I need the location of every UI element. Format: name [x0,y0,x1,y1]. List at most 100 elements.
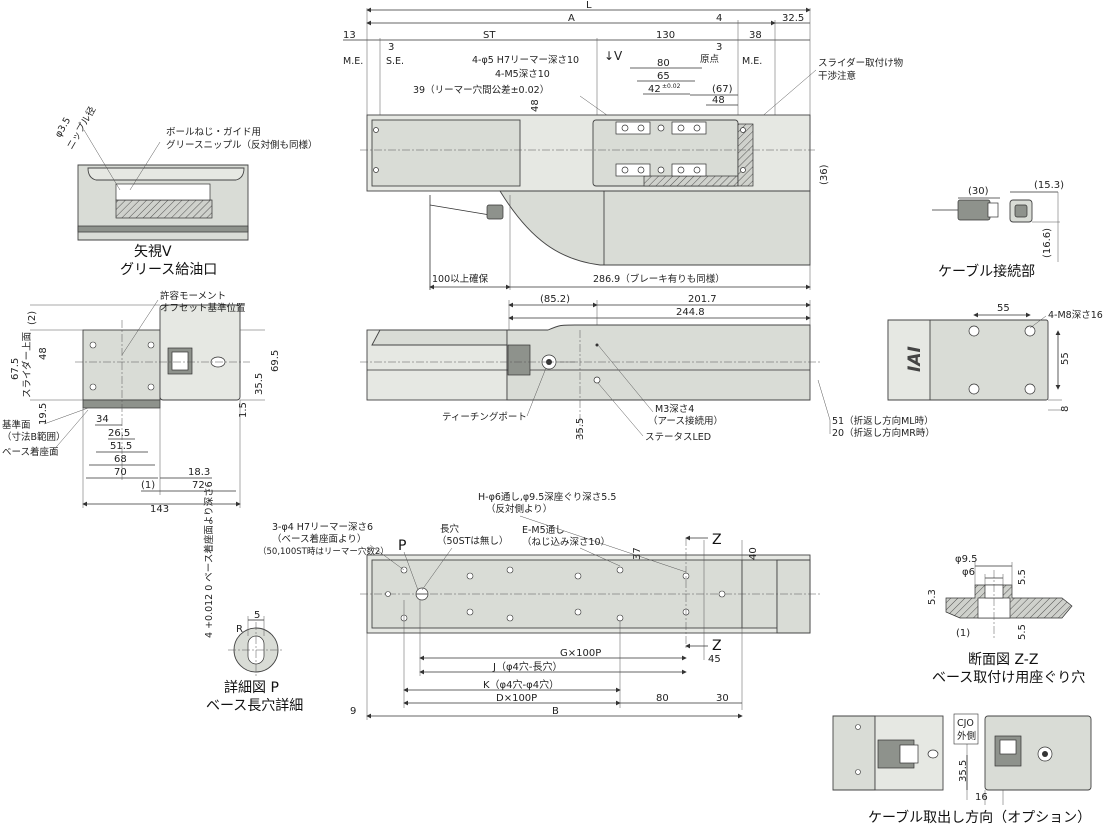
caption-cable-option: ケーブル取出し方向（オプション） [868,809,1091,826]
dim-4: 4 [716,13,722,24]
dim-1-section: (1) [956,628,970,639]
dim-130: 130 [656,30,675,41]
dim-k: K（φ4穴-φ4穴） [483,678,559,691]
dim-48-top: 48 [712,95,725,106]
iai-logo: IAI [905,346,925,372]
dim-244-8: 244.8 [676,307,705,318]
label-z-top: Z [712,532,722,548]
note-screw-depth: （ねじ込み深さ10） [522,536,610,548]
note-detail-depth: 4 +0.012 0 ベース着座面より深さ6 [203,481,215,638]
end-motor [159,304,241,401]
note-4-m8: 4-M8深さ16 [1048,310,1103,321]
stroke-cover [371,119,521,187]
dim-g100p: G×100P [560,648,601,659]
dim-j: J（φ4穴-長穴） [492,660,563,673]
label-me-left: M.E. [343,56,363,67]
dim-100-clearance: 100以上確保 [432,273,489,285]
dim-42-tol: ±0.02 [662,83,681,90]
note-h-holes: H-φ6通し,φ9.5深座ぐり深さ5.5 [478,491,616,503]
dim-5-detail: 5 [254,610,260,621]
dim-3a: 3 [388,42,394,53]
dim-80: 80 [657,58,670,69]
dim-85-2: (85.2) [540,294,570,305]
caption-view-v: 矢視V [134,244,172,260]
dim-1-end: (1) [141,480,155,491]
dim-55-v: 55 [1060,352,1071,365]
section-zz-view: φ9.5 φ6 5.5 5.3 (1) 5.5 断面図 Z-Z ベース取付け用座… [927,554,1085,686]
dim-5-3: 5.3 [927,589,938,605]
dim-L: L [586,0,592,11]
dim-9: 9 [350,706,356,717]
note-earth: （アース接続用） [648,415,723,427]
cable-view: (30) (15.3) (16.6) ケーブル接続部 [932,180,1064,280]
dim-45: 45 [708,654,721,665]
side-motor [506,324,811,401]
top-view: L A 4 32.5 13 ST 130 3 3 38 M.E. S.E. 原点… [343,0,904,290]
dim-5-5-bottom: 5.5 [1017,624,1028,640]
note-reamer: 4-φ5 H7リーマー深さ10 [472,55,579,66]
dim-40: 40 [748,547,759,560]
caption-counterbore: ベース取付け用座ぐり穴 [932,670,1085,686]
detail-p-view: 5 R 4 +0.012 0 ベース着座面より深さ6 詳細図 P ベース長穴詳細 [203,481,303,714]
note-50-100st: （50,100ST時はリーマー穴数2） [258,546,389,557]
caption-cable-connection: ケーブル接続部 [938,263,1035,280]
motor-body [499,190,811,266]
note-ref-surface: 基準面 [2,419,31,431]
dim-ST: ST [483,30,496,41]
dim-48-left: 48 [530,99,541,112]
dim-35-5-end: 35.5 [254,373,265,395]
dim-34: 34 [96,414,109,425]
dim-65: 65 [657,71,670,82]
label-p: P [398,538,406,554]
note-mr: 20（折返し方向MR時） [832,427,935,439]
caption-detail-p: 詳細図 P [224,680,279,696]
dim-1-5: 1.5 [238,402,249,418]
note-3-reamer: 3-φ4 H7リーマー深さ6 [272,522,373,533]
note-teaching-port: ティーチングポート [442,411,527,423]
bottom-view: 37 40 45 G×100P J（φ4穴-長穴） K（φ4穴-φ4穴） D×1… [258,491,820,720]
dim-15-3: (15.3) [1034,180,1064,191]
dim-8: 8 [1060,406,1071,412]
cable-option-view: 35.5 16 CJO 外側 ケーブル取出し方向（オプション） [832,713,1092,826]
dim-19-5: 19.5 [38,403,49,425]
dim-286-9: 286.9（ブレーキ有りも同様） [593,273,725,285]
label-outside: 外側 [957,730,976,742]
note-e-m5: E-M5通し [522,525,565,536]
label-z-bottom: Z [712,638,722,654]
dim-A: A [568,13,575,24]
dim-70: 70 [114,467,127,478]
note-grease-nipple: グリースニップル（反対側も同様） [166,139,318,151]
grease-view: φ3.5 ニップル径 ボールねじ・ガイド用 グリースニップル（反対側も同様） 矢… [53,104,317,278]
note-no-50st: （50STは無し） [437,535,508,547]
note-offset: オフセット基準位置 [160,302,246,314]
dim-55-h: 55 [997,303,1010,314]
dim-80-bottom: 80 [656,693,669,704]
dim-48-end: 48 [38,347,49,360]
dim-32-5: 32.5 [782,13,804,24]
dim-phi-9-5: φ9.5 [955,554,978,565]
dim-35-5-side: 35.5 [575,418,586,440]
dim-37: 37 [632,547,643,560]
dim-36: (36) [819,164,830,185]
label-origin: 原点 [700,54,720,65]
note-ball-screw: ボールねじ・ガイド用 [166,127,261,138]
dim-51-5: 51.5 [110,441,132,452]
dim-B: B [552,706,559,717]
dim-phi-6: φ6 [962,567,975,578]
dim-5-5-top: 5.5 [1017,569,1028,585]
dim-143: 143 [150,504,169,515]
dim-16-option: 16 [975,792,988,803]
dim-42: 42 [648,84,661,95]
note-moment: 許容モーメント [160,290,226,302]
dim-3b: 3 [716,42,722,53]
dim-67: (67) [712,84,733,95]
label-arrow-v: ↓V [604,49,623,63]
dim-38: 38 [749,30,762,41]
dim-2-end: (2) [27,311,38,325]
dim-18-3: 18.3 [188,467,210,478]
note-m5: 4-M5深さ10 [495,69,550,80]
dim-35-5-option: 35.5 [958,760,969,782]
caption-section-zz: 断面図 Z-Z [968,652,1038,668]
label-se: S.E. [386,56,404,67]
dim-r-detail: R [236,624,243,635]
